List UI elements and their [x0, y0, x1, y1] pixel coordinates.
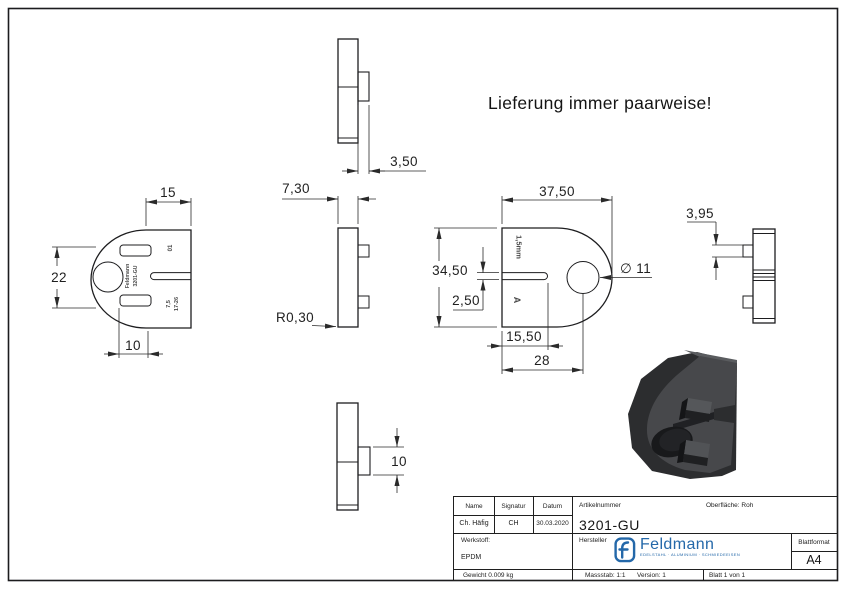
feldmann-logo-tagline: EDELSTAHL · ALUMINIUM · SCHMIEDEEISEN — [640, 552, 741, 557]
tb-label-version: Version: 1 — [637, 572, 666, 579]
dim-side-right-tab: 3,95 — [686, 206, 714, 221]
dims-front-right — [434, 196, 652, 374]
dim-hole-pos: 28 — [534, 353, 550, 368]
radius-label: R0,30 — [276, 310, 314, 325]
dim-front-left-height: 22 — [51, 270, 67, 285]
dim-side-left-width: 7,30 — [282, 181, 310, 196]
tb-label-datum: Datum — [542, 503, 563, 510]
tb-label-blatt: Blatt 1 von 1 — [709, 572, 746, 579]
dims-front-left — [52, 198, 192, 358]
tb-value-artikelnummer: 3201-GU — [579, 517, 641, 533]
note-text: Lieferung immer paarweise! — [488, 93, 712, 113]
embossed-artno: 3201-GU — [133, 265, 139, 286]
isometric-part-render — [628, 350, 737, 479]
embossed-a: A — [512, 297, 522, 304]
dim-top-tab: 3,50 — [390, 154, 418, 169]
tb-label-massstab: Massstab: 1:1 — [585, 572, 626, 579]
view-front-left — [90, 229, 192, 329]
embossed-01: 01 — [168, 244, 174, 251]
tb-value-datum: 30.03.2020 — [536, 520, 569, 527]
view-front-right — [501, 227, 613, 328]
view-front-right-embossed: 1,5mm A — [512, 235, 524, 304]
feldmann-logo-word: Feldmann — [640, 536, 715, 553]
embossed-75: 7,5 — [166, 300, 172, 308]
dim-slot-depth: 15,50 — [506, 329, 542, 344]
dim-front-left-top: 15 — [160, 185, 176, 200]
dims-side-right — [687, 221, 743, 280]
page-frame — [7, 7, 839, 582]
dims-bottom — [373, 428, 404, 493]
tb-label-name: Name — [465, 503, 483, 510]
tb-label-blattformat: Blattformat — [798, 539, 830, 546]
tb-label-gewicht: Gewicht 0.009 kg — [463, 572, 514, 579]
dim-main-height: 34,50 — [432, 263, 468, 278]
embossed-range: 17-26 — [174, 297, 180, 311]
tb-value-signatur: CH — [508, 520, 519, 527]
feldmann-logo-icon — [614, 537, 636, 563]
view-side-right — [742, 228, 776, 324]
tb-label-hersteller: Hersteller — [579, 537, 607, 544]
view-front-left-embossed: 01 Feldmann 3201-GU 7,5 17-26 — [125, 244, 180, 311]
tb-label-werkstoff: Werkstoff: — [461, 537, 491, 544]
tb-label-signatur: Signatur — [501, 503, 526, 510]
dim-main-width: 37,50 — [539, 184, 575, 199]
dims-side-left — [282, 196, 376, 329]
view-bottom — [336, 402, 371, 511]
tb-value-format: A4 — [806, 553, 822, 567]
tb-label-artikelnummer: Artikelnummer — [579, 502, 621, 509]
view-top — [337, 38, 370, 144]
dim-slot-height: 2,50 — [452, 293, 480, 308]
dim-bottom-tab: 10 — [391, 454, 407, 469]
embossed-15mm: 1,5mm — [515, 235, 524, 259]
dims-top — [342, 105, 426, 174]
title-block: Name Signatur Datum Artikelnummer Oberfl… — [453, 496, 838, 581]
tb-value-werkstoff: EPDM — [461, 554, 482, 561]
dim-front-left-bottom: 10 — [125, 338, 141, 353]
view-side-left — [337, 227, 370, 328]
feldmann-logo: Feldmann EDELSTAHL · ALUMINIUM · SCHMIED… — [614, 537, 740, 563]
dim-hole-dia: ∅ 11 — [620, 261, 651, 276]
embossed-feldmann: Feldmann — [125, 264, 131, 289]
tb-value-name: Ch. Häfig — [459, 520, 489, 527]
tb-label-oberflaeche: Oberfläche: Roh — [706, 502, 754, 509]
